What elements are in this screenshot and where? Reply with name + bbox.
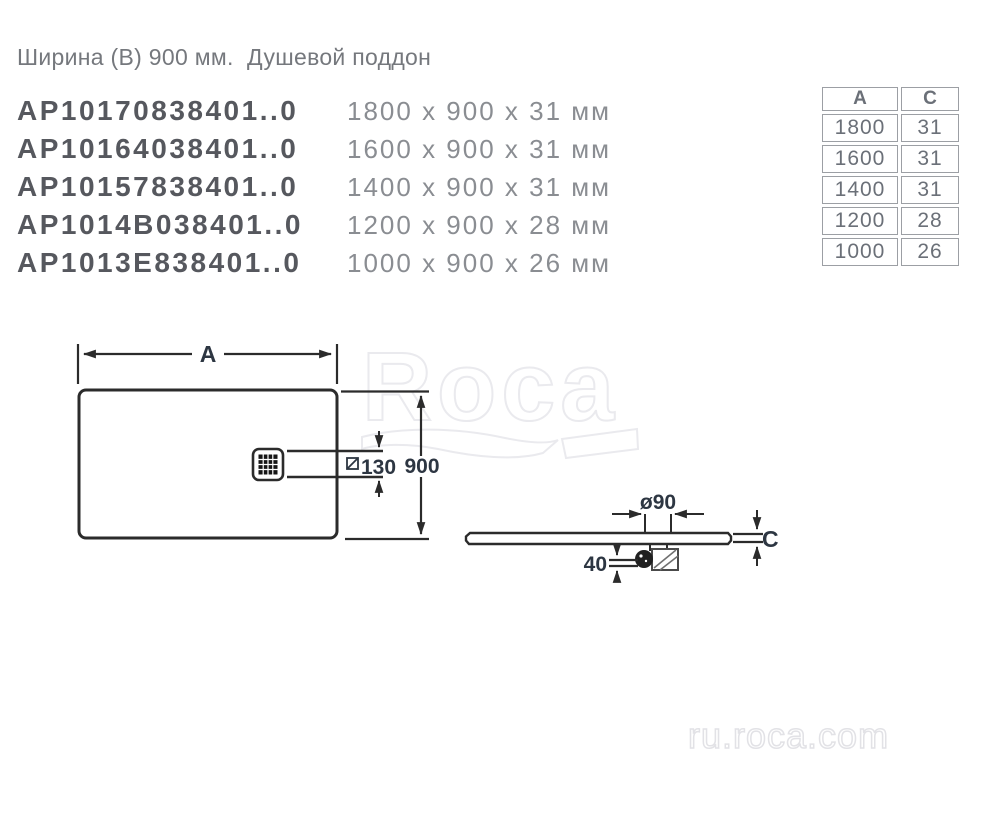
drain-grate-icon [251,447,285,482]
spec-cell-c: 31 [901,176,959,204]
drain-trap-icon [635,545,679,571]
thickness-label: C [762,526,779,552]
square-symbol-icon [346,457,359,470]
spec-cell-c: 26 [901,238,959,266]
product-dimensions: 1000 x 900 x 26 мм [347,247,612,278]
spec-row: 1000 26 [822,238,959,266]
product-dimensions: 1600 x 900 x 31 мм [347,133,612,164]
product-row: AP1014B038401..0 1200 x 900 x 28 мм [17,206,611,244]
spec-row: 1800 31 [822,114,959,142]
spec-cell-a: 1400 [822,176,898,204]
roca-swoosh-icon [361,428,559,459]
product-row: AP10164038401..0 1600 x 900 x 31 мм [17,130,611,168]
product-code: AP1014B038401..0 [17,209,303,240]
product-dimensions: 1200 x 900 x 28 мм [347,209,612,240]
spec-table-header-row: A C [822,87,959,111]
spec-cell-c: 31 [901,114,959,142]
spec-cell-a: 1000 [822,238,898,266]
spec-header-c: C [901,87,959,111]
dimension-depth-900: 900 [341,390,440,541]
tray-profile [464,531,733,546]
page-title: Ширина (В) 900 мм. Душевой поддон [17,44,432,70]
watermark-text: Roca [362,332,619,441]
spec-table: A C 1800 31 1600 31 1400 31 1200 28 1000… [819,84,962,269]
dimension-thickness-c: C [733,510,779,566]
roca-swoosh-tail-icon [560,427,640,460]
product-row: AP10157838401..0 1400 x 900 x 31 мм [17,168,611,206]
product-code: AP1013E838401..0 [17,247,302,278]
watermark-roca: Roca [361,331,640,460]
tray-outline [77,388,339,540]
depth-label: 900 [404,455,439,478]
dimension-drain-130: 130 [287,431,396,497]
technical-drawing: Roca ru.roca.com A [76,331,889,757]
spec-row: 1200 28 [822,207,959,235]
spec-cell-a: 1200 [822,207,898,235]
product-row: AP10170838401..0 1800 x 900 x 31 мм [17,92,611,130]
width-label-a: A [200,341,217,367]
spec-cell-c: 31 [901,145,959,173]
spec-cell-a: 1600 [822,145,898,173]
side-view: ø90 40 [464,491,779,583]
spec-row: 1600 31 [822,145,959,173]
dimension-a: A [76,341,339,384]
dimension-drain-diameter: ø90 [612,491,704,532]
drain-size-label: 130 [361,456,396,479]
top-view: A [76,341,440,541]
spec-cell-c: 28 [901,207,959,235]
spec-cell-a: 1800 [822,114,898,142]
spec-header-a: A [822,87,898,111]
site-watermark: ru.roca.com [688,715,889,756]
product-dimensions: 1400 x 900 x 31 мм [347,171,612,202]
product-code: AP10170838401..0 [17,95,299,126]
dimension-trap-depth: 40 [584,543,638,583]
product-row: AP1013E838401..0 1000 x 900 x 26 мм [17,244,611,282]
product-dimensions: 1800 x 900 x 31 мм [347,95,612,126]
product-code: AP10164038401..0 [17,133,299,164]
drain-diameter-label: ø90 [640,491,676,514]
spec-row: 1400 31 [822,176,959,204]
product-code: AP10157838401..0 [17,171,299,202]
product-list: AP10170838401..0 1800 x 900 x 31 мм AP10… [17,92,611,282]
trap-depth-label: 40 [584,553,607,576]
